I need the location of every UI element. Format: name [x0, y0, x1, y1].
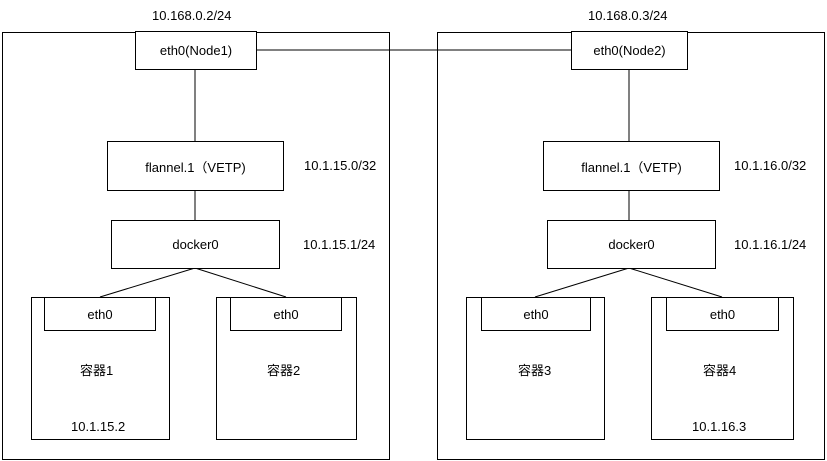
node2-docker0-ip: 10.1.16.1/24	[734, 237, 807, 252]
container2-eth0-label: eth0	[273, 306, 299, 322]
node1-docker-container2-link	[194, 267, 287, 298]
node2-docker-container4-link	[628, 267, 723, 298]
node1-flannel-box: flannel.1（VETP)	[107, 141, 284, 191]
node2-ip-label: 10.168.0.3/24	[588, 8, 668, 23]
container2-eth0-box: eth0	[230, 297, 342, 331]
container2-name: 容器2	[267, 363, 301, 378]
node2-eth0-box: eth0(Node2)	[571, 31, 688, 70]
container1-eth0-box: eth0	[44, 297, 156, 331]
container1-ip: 10.1.15.2	[71, 419, 126, 434]
container4-eth0-box: eth0	[666, 297, 779, 331]
container1-name: 容器1	[80, 363, 114, 378]
node2-docker0-box: docker0	[547, 220, 716, 269]
container4-ip: 10.1.16.3	[692, 419, 747, 434]
container4-eth0-label: eth0	[709, 306, 736, 322]
container3-eth0-label: eth0	[523, 306, 549, 322]
node1-ip-label: 10.168.0.2/24	[152, 8, 232, 23]
node1-flannel-label: flannel.1（VETP)	[145, 159, 246, 175]
container3-eth0-box: eth0	[481, 297, 591, 331]
node1-docker0-ip: 10.1.15.1/24	[303, 237, 376, 252]
container1-eth0-label: eth0	[87, 306, 113, 322]
node1-eth0-label: eth0(Node1)	[159, 43, 233, 58]
node2-eth0-label: eth0(Node2)	[593, 43, 666, 58]
node1-docker0-label: docker0	[172, 237, 219, 252]
node1-flannel-ip: 10.1.15.0/32	[304, 158, 377, 173]
container4-name: 容器4	[703, 363, 737, 378]
node2-docker0-label: docker0	[608, 237, 655, 252]
node2-flannel-box: flannel.1（VETP)	[543, 141, 720, 191]
node2-docker-container3-link	[534, 267, 630, 298]
container3-name: 容器3	[518, 363, 552, 378]
node1-eth0-box: eth0(Node1)	[135, 31, 257, 70]
node2-flannel-label: flannel.1（VETP)	[581, 159, 682, 175]
node1-docker-container1-link	[99, 267, 196, 298]
node1-docker0-box: docker0	[111, 220, 280, 269]
node2-flannel-ip: 10.1.16.0/32	[734, 158, 807, 173]
